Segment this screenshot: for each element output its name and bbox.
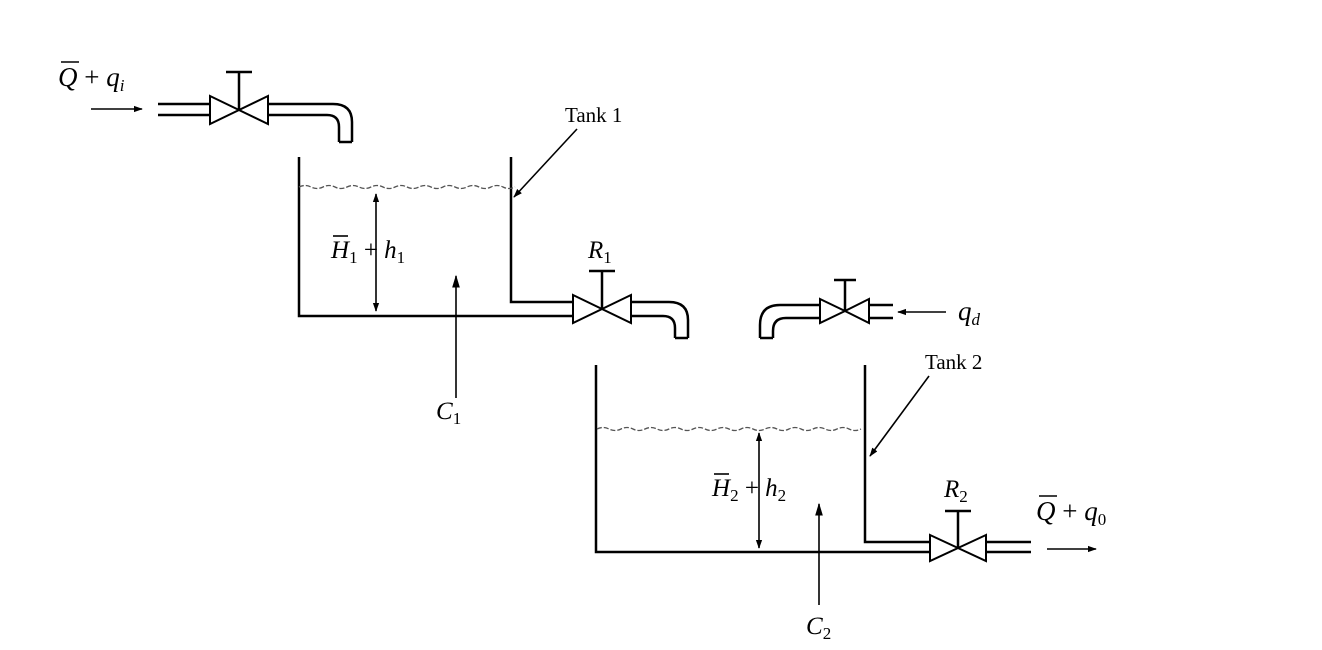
tank-1-outlet-pipe [631, 300, 690, 340]
level-1-label: H1 + h1 [330, 237, 405, 267]
tank-1-pointer [513, 128, 578, 198]
inflow-label: Q + qi [58, 61, 125, 95]
c2-label: C2 [806, 613, 831, 643]
inflow-valve [209, 70, 269, 126]
disturbance-pipe [758, 303, 893, 340]
level-2-label: H2 + h2 [711, 475, 786, 505]
tank-2 [594, 365, 930, 554]
disturbance-valve [819, 278, 870, 325]
valve-r1 [572, 269, 632, 325]
outflow-pipe [986, 540, 1031, 554]
inflow-pipe [158, 102, 354, 144]
valve-r2-label: R2 [943, 476, 968, 506]
svg-text:Q + qi: Q + qi [58, 62, 125, 95]
tank-2-label: Tank 2 [925, 350, 982, 374]
valve-r2 [929, 509, 987, 563]
c1-label: C1 [436, 398, 461, 428]
tank-2-pointer [869, 375, 930, 457]
tank-1-label: Tank 1 [565, 103, 622, 127]
outflow-label: Q + q0 [1036, 495, 1106, 529]
svg-text:Q + q0: Q + q0 [1036, 496, 1106, 529]
tank-1 [297, 157, 573, 318]
disturbance-label: qd [958, 296, 981, 329]
valve-r1-label: R1 [587, 237, 612, 267]
